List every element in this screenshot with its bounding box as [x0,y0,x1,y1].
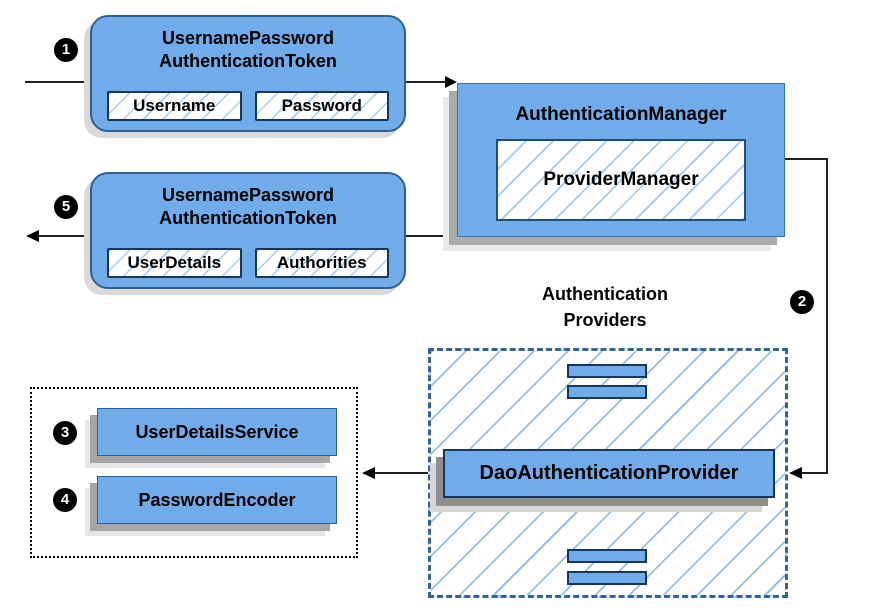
token-response-fields: UserDetails Authorities [92,248,404,278]
provider-slot-bar [567,385,647,399]
authorities-field: Authorities [254,248,389,278]
step-4-badge: 4 [53,488,77,512]
user-details-field: UserDetails [107,248,242,278]
username-password-token-response-box: UsernamePassword AuthenticationToken Use… [90,172,406,289]
step-1-badge: 1 [54,38,78,62]
provider-slot-bar [567,549,647,563]
provider-slot-bar [567,571,647,585]
user-details-service-box: UserDetailsService [97,408,337,456]
token-response-title: UsernamePassword AuthenticationToken [159,185,337,228]
step-3-badge: 3 [53,421,77,445]
step-5-badge: 5 [54,195,78,219]
token-request-title: UsernamePassword AuthenticationToken [159,28,337,71]
username-field: Username [107,91,242,121]
provider-slot-bar [567,364,647,378]
password-field: Password [254,91,389,121]
arrow-left-icon [789,467,802,479]
arrow-right-icon [445,76,457,88]
username-password-token-request-box: UsernamePassword AuthenticationToken Use… [90,15,406,132]
provider-manager-box: ProviderManager [496,139,746,221]
authentication-manager-title: AuthenticationManager [515,104,727,125]
dao-dependencies-container [30,387,358,558]
password-encoder-box: PasswordEncoder [97,476,337,524]
step-2-badge: 2 [790,290,814,314]
authentication-manager-box: AuthenticationManager ProviderManager [457,83,785,237]
token-request-fields: Username Password [92,91,404,121]
dao-authentication-provider-box: DaoAuthenticationProvider [443,449,775,498]
arrow-left-icon [362,467,375,479]
manager-to-provider-line [785,158,828,474]
authentication-providers-label: Authentication Providers [542,284,668,330]
arrow-left-icon [26,230,39,242]
